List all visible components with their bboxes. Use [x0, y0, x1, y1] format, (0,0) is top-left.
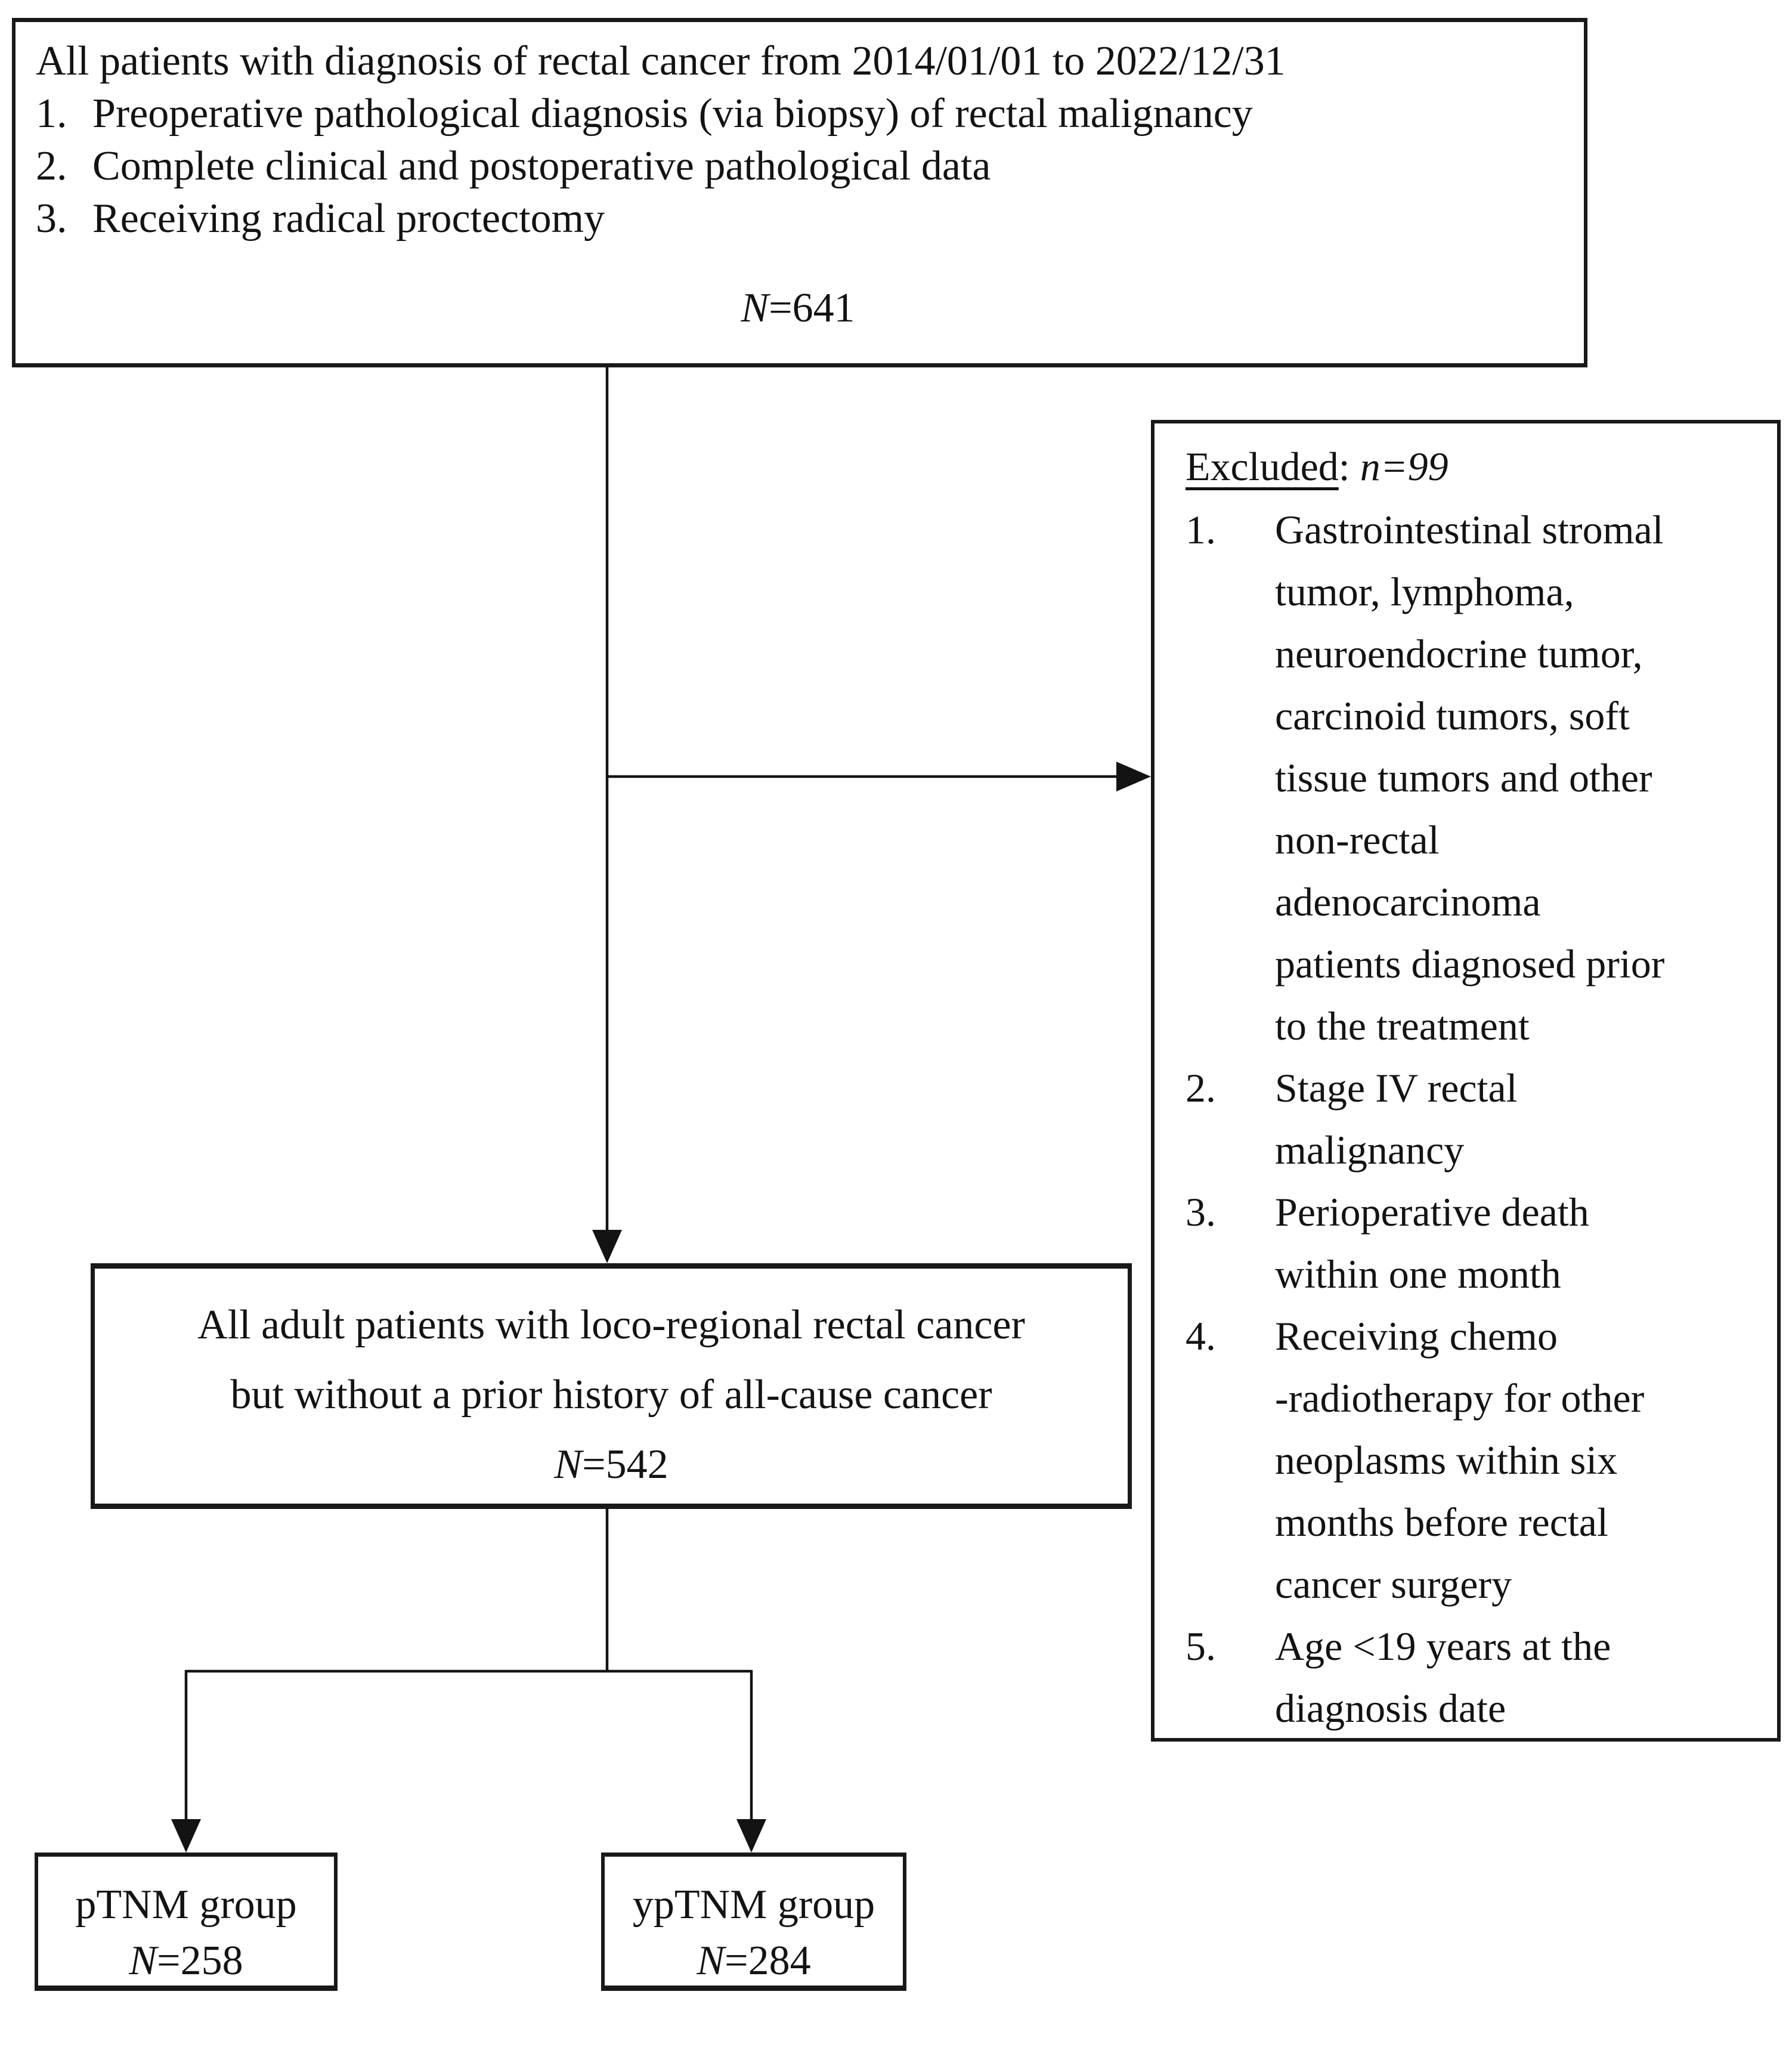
excluded-item-2: 2. Stage IV rectal malignancy — [1186, 1057, 1759, 1181]
arrowhead-ptnm-box — [171, 1819, 201, 1853]
text-line: to the treatment — [1275, 1003, 1530, 1049]
n-value: =258 — [157, 1938, 243, 1984]
list-number: 2. — [1186, 1065, 1216, 1111]
excluded-item-3-text: Perioperative death within one month — [1275, 1181, 1759, 1305]
arrowhead-yptnm-box — [736, 1819, 766, 1853]
text-line: Receiving chemo — [1275, 1313, 1558, 1359]
yptnm-group-box: ypTNM group N=284 — [601, 1853, 906, 1991]
text-line: Gastrointestinal stromal — [1275, 507, 1664, 552]
ptnm-group-box: pTNM group N=258 — [35, 1853, 338, 1991]
text-line: Complete clinical and postoperative path… — [92, 143, 991, 189]
n-value: =641 — [769, 285, 855, 331]
inclusion-n-count: N=641 — [36, 282, 1560, 335]
text-line: diagnosis date — [1275, 1686, 1506, 1731]
excluded-box: Excluded: n=99 1. Gastrointestinal strom… — [1151, 420, 1781, 1742]
text-line: but without a prior history of all-cause… — [230, 1372, 992, 1418]
n-value: =284 — [725, 1938, 811, 1984]
excluded-n-count: n=99 — [1360, 444, 1448, 489]
yptnm-group-label: ypTNM group — [632, 1882, 875, 1928]
inclusion-criteria-box: All patients with diagnosis of rectal ca… — [12, 18, 1587, 367]
text-line: Perioperative death — [1275, 1189, 1589, 1235]
text-line: Receiving radical proctectomy — [92, 196, 605, 242]
text-line: -radiotherapy for other — [1275, 1375, 1645, 1421]
text-line: Preoperative pathological diagnosis (via… — [92, 91, 1253, 137]
excluded-item-4-text: Receiving chemo -radiotherapy for other … — [1275, 1305, 1759, 1615]
excluded-item-3: 3. Perioperative death within one month — [1186, 1181, 1759, 1305]
list-number: 3. — [1186, 1189, 1216, 1235]
n-value: =542 — [582, 1442, 668, 1487]
excluded-item-1-text: Gastrointestinal stromal tumor, lymphoma… — [1275, 499, 1759, 1057]
ptnm-group-label: pTNM group — [75, 1882, 297, 1928]
excluded-separator: : — [1338, 444, 1360, 489]
n-symbol: N — [129, 1938, 157, 1984]
excluded-item-2-text: Stage IV rectal malignancy — [1275, 1057, 1759, 1181]
text-line: cancer surgery — [1275, 1561, 1512, 1607]
text-line: tissue tumors and other — [1275, 755, 1652, 800]
text-line: within one month — [1275, 1251, 1561, 1297]
text-line: malignancy — [1275, 1127, 1465, 1173]
text-line: All adult patients with loco-regional re… — [197, 1302, 1025, 1348]
eligible-cohort-box: All adult patients with loco-regional re… — [91, 1263, 1132, 1509]
text-line: months before rectal — [1275, 1499, 1608, 1545]
text-line: neuroendocrine tumor, — [1275, 631, 1643, 676]
eligible-n-count: N=542 — [95, 1430, 1128, 1499]
text-line: patients diagnosed prior — [1275, 941, 1665, 986]
text-line: tumor, lymphoma, — [1275, 569, 1574, 614]
excluded-item-5: 5. Age <19 years at the diagnosis date — [1186, 1615, 1759, 1739]
excluded-label: Excluded — [1186, 444, 1339, 489]
list-number: 1. — [1186, 507, 1216, 552]
inclusion-item-2: 2. Complete clinical and postoperative p… — [36, 140, 1560, 193]
text-line: adenocarcinoma — [1275, 879, 1541, 924]
text-line: Stage IV rectal — [1275, 1065, 1518, 1111]
n-symbol: N — [554, 1442, 583, 1487]
n-symbol: N — [741, 285, 769, 331]
list-number: 1. — [36, 91, 67, 137]
list-number: 2. — [36, 143, 67, 189]
excluded-item-1: 1. Gastrointestinal stromal tumor, lymph… — [1186, 499, 1759, 1057]
text-line: non-rectal — [1275, 817, 1440, 862]
list-number: 5. — [1186, 1623, 1216, 1669]
inclusion-title: All patients with diagnosis of rectal ca… — [36, 38, 1286, 84]
n-symbol: N — [697, 1938, 725, 1984]
list-number: 4. — [1186, 1313, 1216, 1359]
list-number: 3. — [36, 196, 67, 242]
arrowhead-excluded-box — [1116, 762, 1151, 791]
text-line: carcinoid tumors, soft — [1275, 693, 1630, 738]
excluded-header: Excluded: n=99 — [1186, 435, 1759, 497]
inclusion-item-3: 3. Receiving radical proctectomy — [36, 193, 1560, 245]
text-line: neoplasms within six — [1275, 1437, 1618, 1483]
ptnm-n-count: N=258 — [38, 1933, 334, 1989]
excluded-item-4: 4. Receiving chemo -radiotherapy for oth… — [1186, 1305, 1759, 1615]
excluded-item-5-text: Age <19 years at the diagnosis date — [1275, 1615, 1759, 1739]
text-line: Age <19 years at the — [1275, 1623, 1611, 1669]
inclusion-item-1: 1. Preoperative pathological diagnosis (… — [36, 88, 1560, 140]
yptnm-n-count: N=284 — [605, 1933, 903, 1989]
arrowhead-middle-box — [592, 1230, 622, 1263]
